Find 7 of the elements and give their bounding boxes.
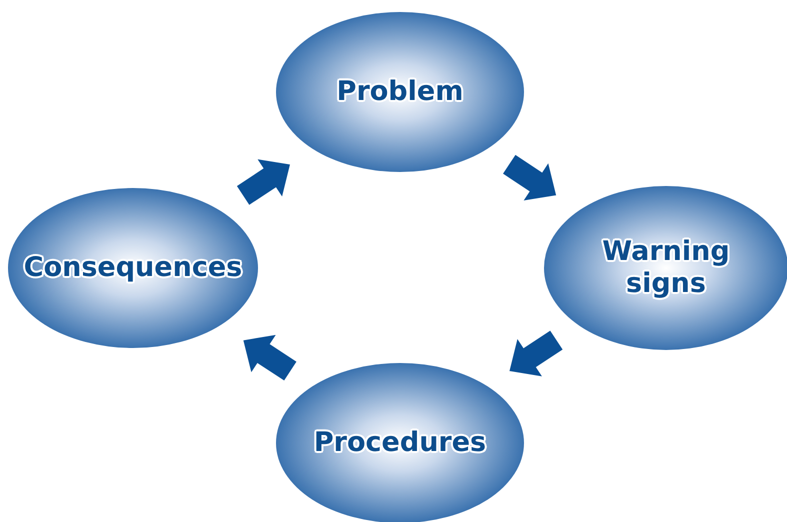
block-arrow <box>508 328 565 378</box>
block-arrow <box>500 152 558 203</box>
node-label: Warning signs <box>601 236 731 300</box>
block-arrow <box>234 157 292 207</box>
block-arrow <box>242 332 299 383</box>
node-label: Procedures <box>314 426 486 460</box>
node-label: Problem <box>336 76 464 108</box>
